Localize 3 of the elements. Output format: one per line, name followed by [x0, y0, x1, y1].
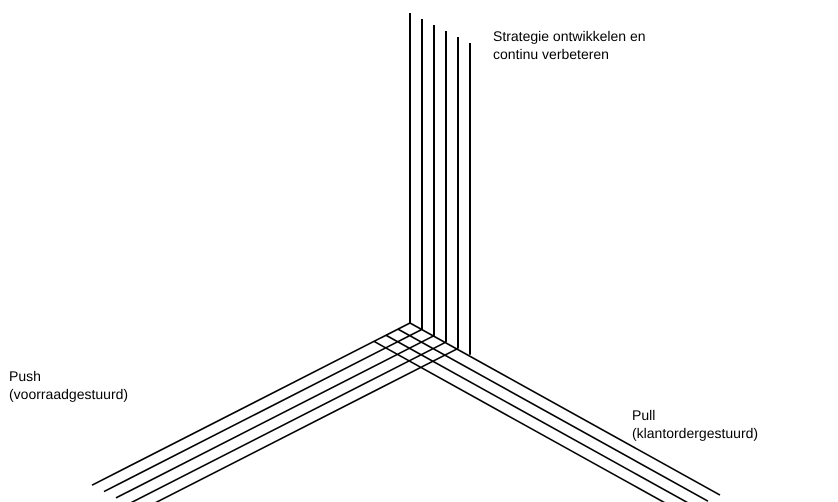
axis-label: Pull (klantordergestuurd): [632, 406, 760, 442]
axis-label: Strategie ontwikkelen en continu verbeteren: [493, 27, 647, 63]
axis-label: Push (voorraadgestuurd): [9, 367, 130, 403]
